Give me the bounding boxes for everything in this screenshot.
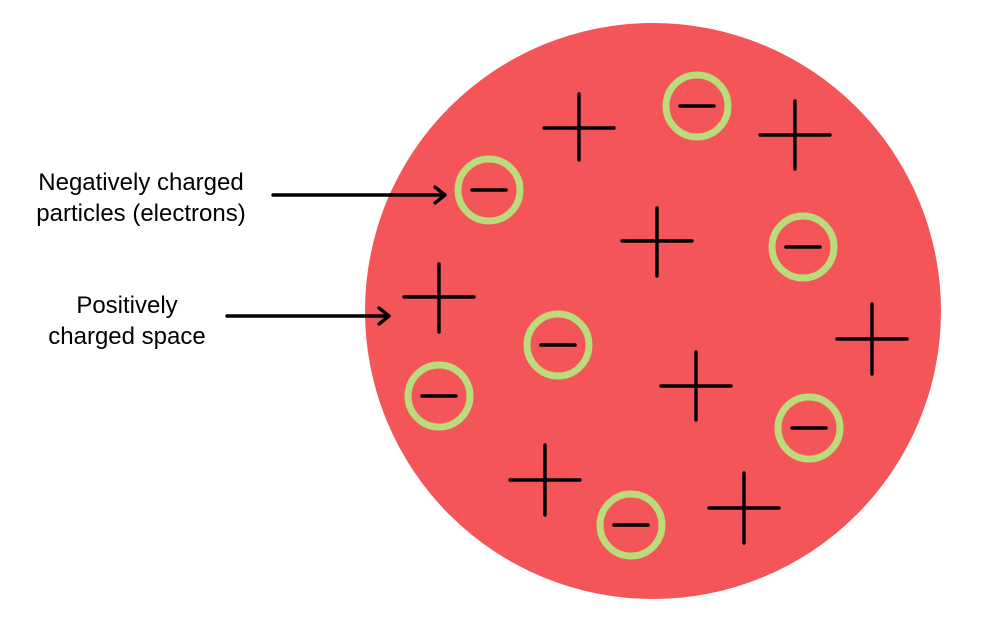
positive-space-label: Positively charged space <box>22 290 232 352</box>
electron-icon <box>404 361 474 431</box>
plus-sign-icon <box>707 471 781 545</box>
plus-sign-icon <box>659 350 733 422</box>
electron-icon <box>454 155 524 225</box>
plus-sign-icon <box>542 92 616 162</box>
electrons-label: Negatively charged particles (electrons) <box>8 167 274 229</box>
positive-space-label-line-1: Positively <box>76 292 178 319</box>
plus-sign-icon <box>835 302 909 376</box>
electron-icon <box>768 212 838 282</box>
electron-icon <box>774 393 844 463</box>
electrons-label-line-1: Negatively charged <box>38 169 244 196</box>
plus-sign-icon <box>758 99 832 171</box>
positive-space-label-line-2: charged space <box>48 323 206 350</box>
electron-icon <box>596 490 666 560</box>
electron-icon <box>662 71 732 141</box>
plus-sign-icon <box>402 262 476 334</box>
plus-sign-icon <box>620 206 694 278</box>
plus-sign-icon <box>508 443 582 517</box>
electron-icon <box>523 310 593 380</box>
electrons-label-line-2: particles (electrons) <box>36 200 246 227</box>
positively-charged-sphere <box>365 23 941 599</box>
